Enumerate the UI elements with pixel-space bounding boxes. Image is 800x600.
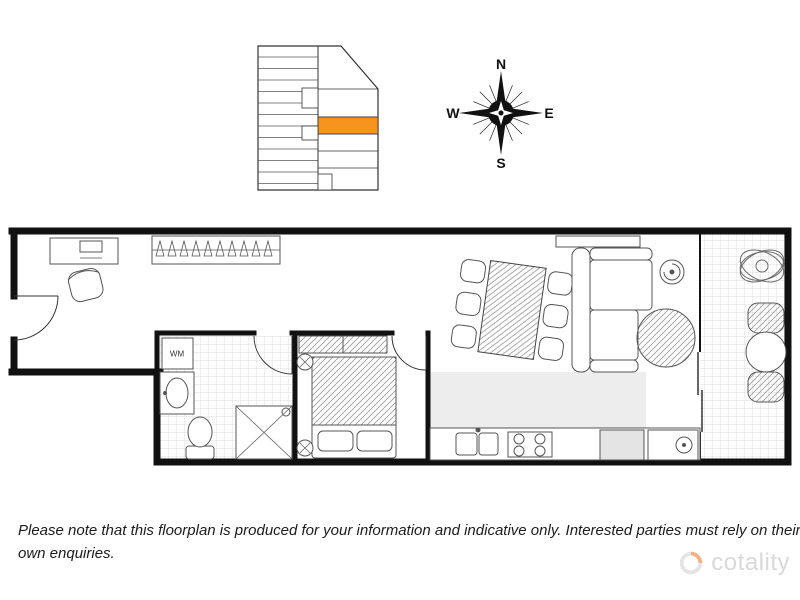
study-desk (49, 237, 119, 265)
balcony-table (745, 331, 787, 373)
sofa-cushion (589, 309, 639, 361)
basin (165, 377, 189, 409)
compass-label-south: S (496, 155, 505, 171)
apartment-floorplan: WM (8, 227, 792, 466)
interior-walls (154, 330, 431, 465)
disclaimer-text: Please note that this floorplan is produ… (18, 522, 800, 562)
bed-blanket (311, 356, 397, 426)
dining-chair (460, 259, 487, 284)
desk-chair (67, 268, 104, 303)
balcony-furniture (739, 249, 787, 403)
pillow (356, 430, 393, 452)
hangers (155, 239, 273, 257)
sofa-arm (589, 247, 653, 261)
round-fixture (296, 439, 314, 457)
round-fixture (296, 353, 314, 371)
compass-label-east: E (544, 105, 553, 121)
tv-unit (555, 235, 641, 248)
toilet (185, 416, 215, 460)
hall-wardrobe (151, 235, 281, 265)
dining-chair (547, 271, 574, 296)
dining-set (450, 259, 574, 361)
brand-name: cotality (711, 549, 790, 576)
wm-label: WM (170, 350, 185, 359)
shower-head (281, 407, 291, 417)
building-core (301, 125, 319, 141)
kitchen-floor (430, 372, 646, 428)
dining-chair (542, 303, 569, 329)
balcony-chair (747, 302, 785, 334)
compass-label-west: W (446, 105, 460, 121)
dining-chair (450, 324, 477, 349)
bathroom-door (253, 335, 293, 375)
entry-door (13, 295, 59, 341)
cotality-logo-icon (680, 551, 703, 575)
highlighted-unit (317, 116, 379, 135)
kitchen (429, 427, 701, 461)
sofa-cushion (589, 259, 653, 311)
floor-lamp (659, 259, 685, 285)
bathroom-vanity (159, 371, 195, 415)
bed (311, 356, 397, 459)
compass-center-dot (498, 110, 504, 116)
bedroom-door (391, 335, 427, 371)
computer-monitor (79, 240, 103, 253)
building-core (301, 87, 319, 109)
building-locator (257, 45, 379, 191)
dining-chair (455, 291, 482, 317)
bedroom-wardrobe (298, 335, 388, 354)
balcony-chair (747, 371, 785, 403)
laundry-tub (647, 429, 699, 461)
cooktop (507, 431, 553, 458)
sofa-arm (589, 359, 639, 373)
shower (235, 405, 293, 460)
dining-chair (537, 336, 564, 361)
round-rug (636, 308, 696, 368)
kitchen-sink (455, 427, 499, 456)
sliding-door (697, 352, 703, 432)
sofa (571, 247, 653, 373)
compass: N E S W (446, 56, 553, 171)
dining-chairs (450, 259, 574, 361)
unit-stripes (258, 46, 318, 190)
brand-watermark: cotality (677, 549, 790, 577)
washing-machine: WM (161, 337, 194, 370)
plant (739, 249, 785, 283)
exterior-walls (8, 227, 792, 466)
disclaimer: Please note that this floorplan is produ… (18, 520, 800, 565)
dishwasher (599, 429, 645, 461)
building-core (317, 173, 333, 191)
sofa-back (571, 247, 591, 373)
compass-label-north: N (496, 56, 506, 72)
pillow (317, 430, 354, 452)
dining-table (477, 259, 547, 361)
